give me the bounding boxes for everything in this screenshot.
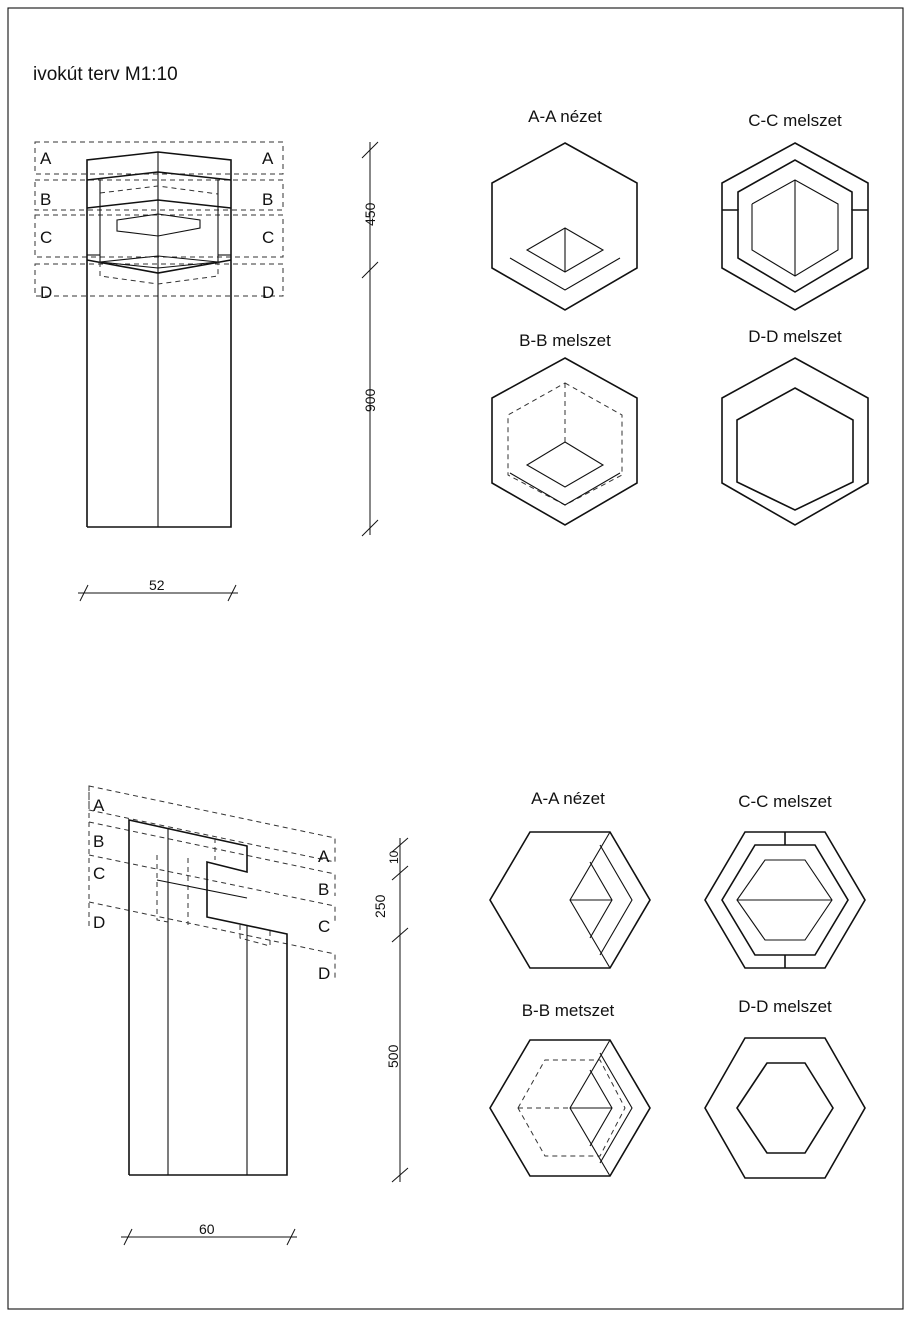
view-title-dd: D-D melszet (738, 997, 832, 1016)
top-front-elevation: A A B B C C D D (34, 141, 284, 528)
dimension-450: 450 (362, 202, 378, 226)
view-title-aa: A-A nézet (528, 107, 602, 126)
bottom-view-bb: B-B metszet (489, 1001, 651, 1177)
top-view-bb: B-B melszet (491, 331, 638, 526)
section-label-b-left: B (93, 832, 104, 851)
top-view-aa: A-A nézet (491, 107, 638, 311)
sheet-border (7, 7, 904, 1310)
bottom-front-elevation: A A B B C C D D (88, 785, 336, 1176)
dimension-10: 10 (387, 850, 401, 864)
view-title-aa: A-A nézet (531, 789, 605, 808)
section-label-c-left: C (93, 864, 105, 883)
section-label-a-right: A (262, 149, 274, 168)
section-label-c-left: C (40, 228, 52, 247)
view-title-dd: D-D melszet (748, 327, 842, 346)
dimension-250: 250 (372, 894, 388, 918)
view-title-cc: C-C melszet (748, 111, 842, 130)
section-label-a-left: A (93, 796, 105, 815)
section-label-a-right: A (318, 847, 330, 866)
view-title-cc: C-C melszet (738, 792, 832, 811)
section-label-d-left: D (40, 283, 52, 302)
section-label-c-right: C (262, 228, 274, 247)
top-view-dd: D-D melszet (721, 327, 869, 526)
view-title-bb: B-B melszet (519, 331, 611, 350)
view-title-bb: B-B metszet (522, 1001, 615, 1020)
drawing-title: ivokút terv M1:10 (33, 64, 178, 85)
section-label-d-right: D (262, 283, 274, 302)
section-label-b-right: B (318, 880, 329, 899)
bottom-dimensions: 10 250 500 60 (121, 837, 409, 1246)
dimension-52: 52 (149, 577, 165, 593)
top-view-cc: C-C melszet (721, 111, 869, 311)
dimension-500: 500 (385, 1044, 401, 1068)
section-label-b-left: B (40, 190, 51, 209)
section-label-d-left: D (93, 913, 105, 932)
bottom-view-aa: A-A nézet (489, 789, 651, 969)
section-label-b-right: B (262, 190, 273, 209)
section-label-c-right: C (318, 917, 330, 936)
bottom-view-cc: C-C melszet (704, 792, 866, 969)
top-dimensions: 450 900 52 (78, 141, 379, 602)
section-label-a-left: A (40, 149, 52, 168)
dimension-60: 60 (199, 1221, 215, 1237)
section-label-d-right: D (318, 964, 330, 983)
dimension-900: 900 (362, 388, 378, 412)
bottom-view-dd: D-D melszet (704, 997, 866, 1179)
